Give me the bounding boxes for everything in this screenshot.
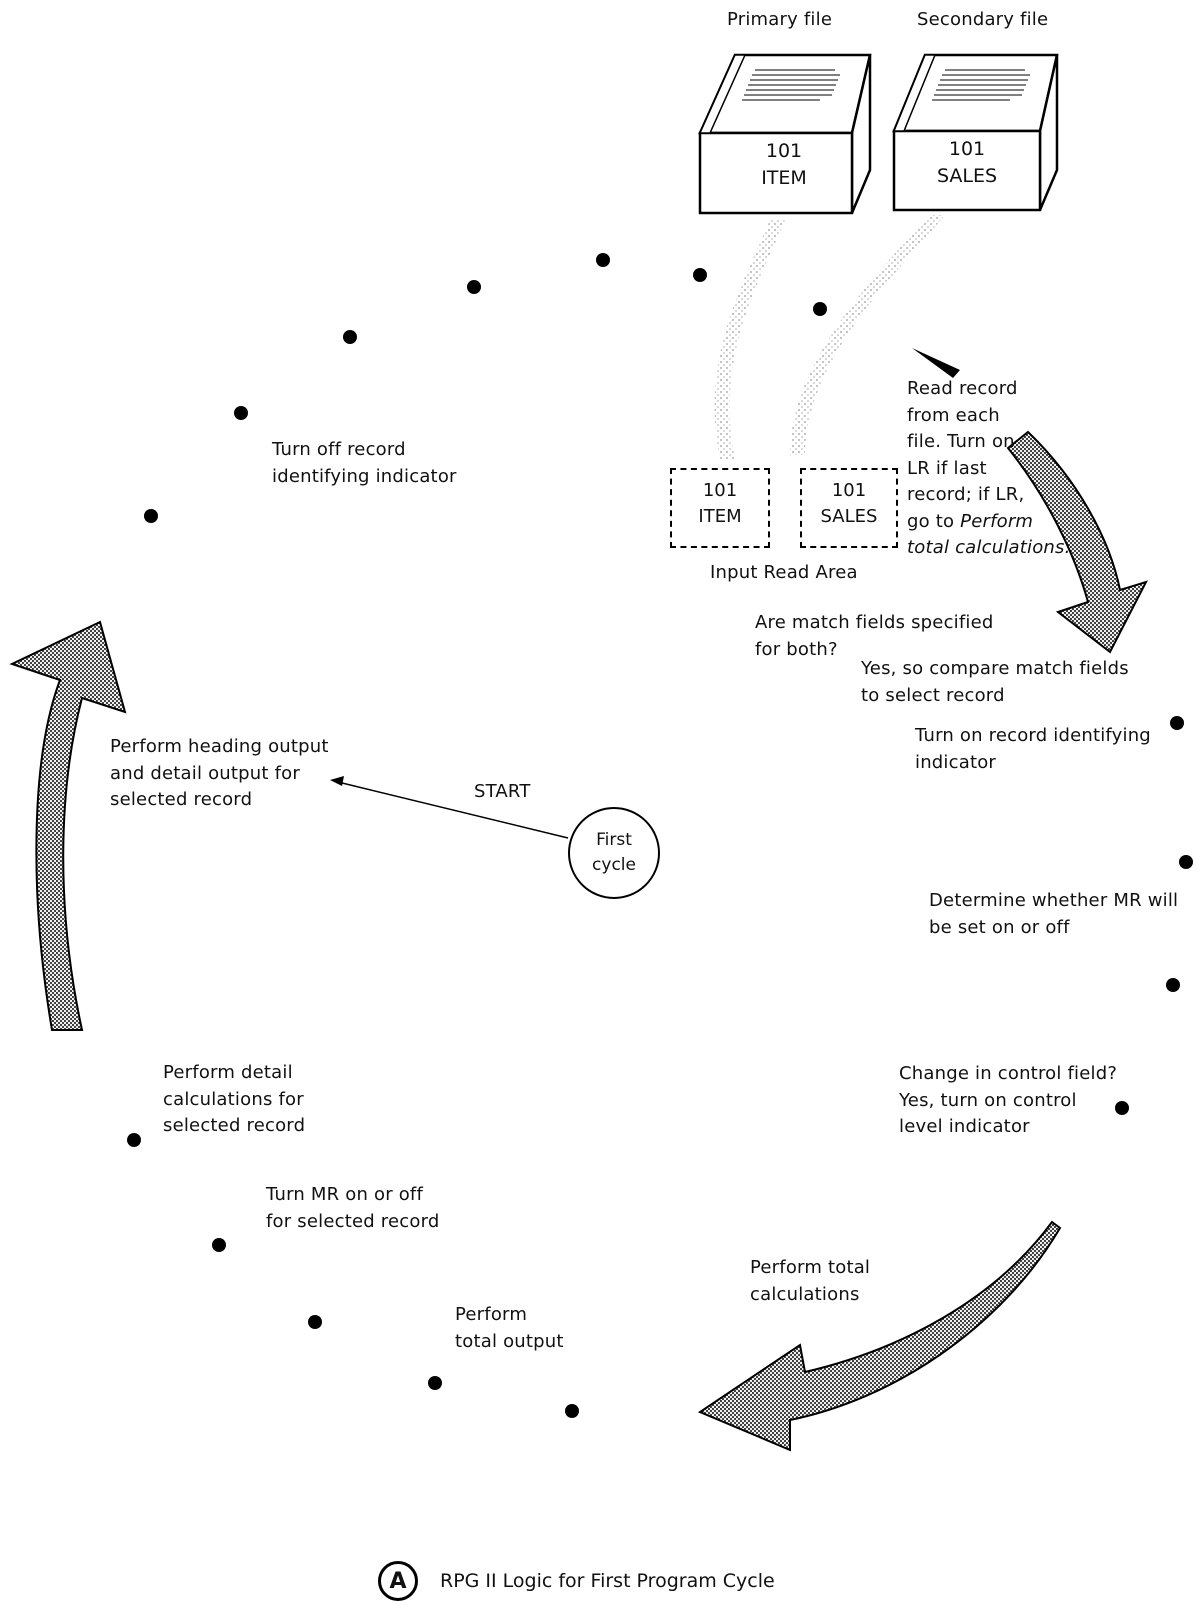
secondary-file-cube [892, 53, 1059, 212]
input-read-area-label: Input Read Area [710, 562, 858, 583]
cycle-dot [693, 268, 707, 282]
cycle-dot [212, 1238, 226, 1252]
input-read-item: 101 ITEM [670, 468, 770, 548]
caption-badge: A [378, 1561, 418, 1601]
read-pointer [912, 348, 960, 378]
match-fields-answer: Yes, so compare match fields to select r… [861, 658, 1129, 706]
primary-read-path [714, 220, 785, 460]
cycle-dot [813, 302, 827, 316]
secondary-read-path [790, 215, 945, 455]
turn-off-indicator-step: Turn off record identifying indicator [272, 439, 457, 487]
cycle-dot [127, 1133, 141, 1147]
cycle-dot [428, 1376, 442, 1390]
total-calculations-step: Perform total calculations [750, 1257, 871, 1305]
cycle-dot [1179, 855, 1193, 869]
right-cycle-arrow [1006, 430, 1148, 654]
match-fields-question: Are match fields specified for both? [755, 612, 994, 660]
start-arrowhead [330, 776, 344, 786]
cycle-dot [343, 330, 357, 344]
read-record-step: Read record from each file. Turn on LR i… [907, 376, 1071, 562]
cycle-dot [596, 253, 610, 267]
cycle-dot [1170, 716, 1184, 730]
input-read-sales: 101 SALES [800, 468, 898, 548]
total-output-step: Perform total output [455, 1304, 564, 1352]
primary-file-content: 101 ITEM [761, 140, 807, 189]
cycle-dot [234, 406, 248, 420]
control-field-step: Change in control field? Yes, turn on co… [899, 1063, 1118, 1137]
cycle-dot [1166, 978, 1180, 992]
cycle-dot [467, 280, 481, 294]
cycle-dot [308, 1315, 322, 1329]
read-record-italic: Perform total calculations. [907, 510, 1071, 559]
secondary-file-heading: Secondary file [917, 9, 1049, 30]
determine-mr-step: Determine whether MR will be set on or o… [929, 890, 1179, 938]
turn-mr-step: Turn MR on or off for selected record [266, 1184, 440, 1232]
caption-text: RPG II Logic for First Program Cycle [440, 1570, 775, 1592]
left-cycle-arrow [9, 620, 127, 1031]
start-label: START [474, 781, 531, 802]
primary-file-heading: Primary file [727, 9, 833, 30]
bottom-cycle-arrow [697, 1220, 1062, 1452]
first-cycle-circle: First cycle [568, 807, 660, 899]
cycle-dot [565, 1404, 579, 1418]
secondary-file-content: 101 SALES [936, 138, 998, 187]
turn-on-indicator-step: Turn on record identifying indicator [915, 725, 1151, 773]
figure-caption: A RPG II Logic for First Program Cycle [378, 1561, 775, 1601]
heading-output-step: Perform heading output and detail output… [110, 736, 329, 810]
read-record-text: Read record from each file. Turn on LR i… [907, 378, 1025, 532]
cycle-dot [144, 509, 158, 523]
start-connector [337, 781, 569, 839]
detail-calculations-step: Perform detail calculations for selected… [163, 1062, 306, 1136]
cycle-dot [1115, 1101, 1129, 1115]
primary-file-cube [698, 53, 872, 215]
